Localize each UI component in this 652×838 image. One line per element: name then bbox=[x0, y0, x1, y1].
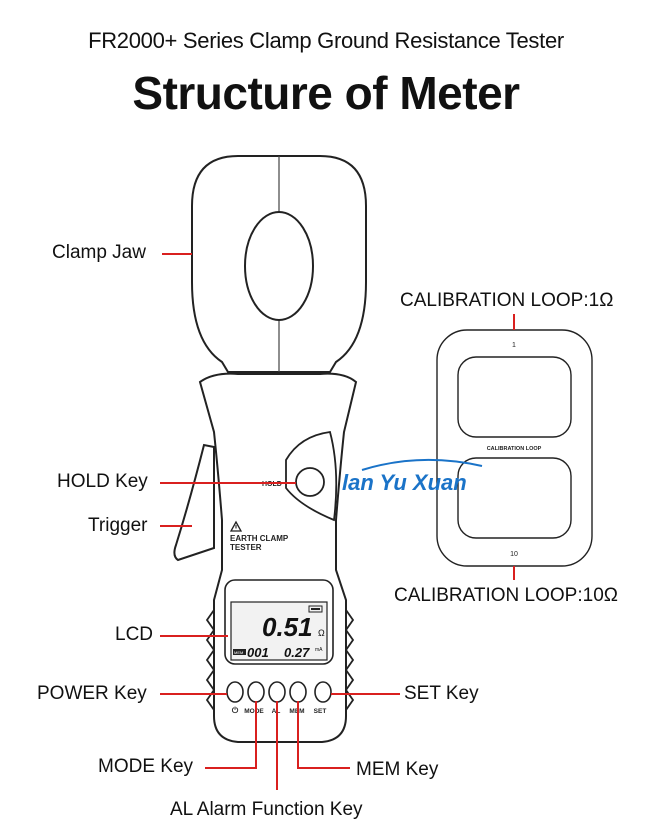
calibration-middle-label: CALIBRATION LOOP bbox=[487, 446, 542, 452]
al-key[interactable] bbox=[268, 681, 286, 703]
lcd-mem-value: 001 bbox=[247, 645, 269, 660]
label-calibration-loop-1: CALIBRATION LOOP:1Ω bbox=[400, 290, 614, 311]
label-calibration-loop-10: CALIBRATION LOOP:10Ω bbox=[394, 585, 618, 606]
hold-button-label: HOLD bbox=[262, 481, 282, 488]
mem-key[interactable] bbox=[289, 681, 307, 703]
label-power-key: POWER Key bbox=[37, 683, 147, 704]
power-key-label: ⏻ bbox=[232, 706, 239, 715]
leader-lines bbox=[160, 253, 515, 790]
trigger-shape bbox=[173, 443, 215, 562]
page-subtitle: FR2000+ Series Clamp Ground Resistance T… bbox=[88, 28, 564, 53]
lcd-display bbox=[224, 579, 334, 665]
lcd-main-unit: Ω bbox=[318, 628, 325, 638]
label-al-key: AL Alarm Function Key bbox=[170, 799, 363, 820]
panel-label-line1: EARTH CLAMP bbox=[230, 534, 289, 543]
label-hold-key: HOLD Key bbox=[57, 471, 148, 492]
calibration-loop bbox=[436, 329, 593, 567]
label-clamp-jaw: Clamp Jaw bbox=[52, 242, 146, 263]
lcd-mem-tag: MEM bbox=[234, 650, 243, 655]
warning-icon bbox=[229, 520, 243, 532]
set-key[interactable] bbox=[314, 681, 332, 703]
mode-key[interactable] bbox=[247, 681, 265, 703]
watermark-logo: lan Yu Xuan bbox=[342, 470, 467, 495]
label-lcd: LCD bbox=[115, 624, 154, 645]
power-key[interactable] bbox=[226, 681, 244, 703]
lcd-current-value: 0.27 bbox=[284, 645, 310, 660]
hold-button[interactable] bbox=[295, 467, 325, 497]
calibration-top-number: 1 bbox=[512, 342, 516, 349]
label-set-key: SET Key bbox=[404, 683, 479, 704]
watermark-swoosh bbox=[361, 458, 483, 471]
calibration-bottom-number: 10 bbox=[510, 551, 518, 558]
clamp-jaw bbox=[191, 155, 367, 373]
lcd-main-value: 0.51 bbox=[262, 612, 313, 642]
lcd-current-unit: mA bbox=[315, 647, 323, 653]
panel-label-line2: TESTER bbox=[230, 543, 262, 552]
page-title: Structure of Meter bbox=[132, 67, 520, 119]
mode-key-label: MODE bbox=[244, 708, 264, 715]
label-trigger: Trigger bbox=[88, 515, 148, 536]
label-mem-key: MEM Key bbox=[356, 759, 439, 780]
set-key-label: SET bbox=[314, 708, 327, 715]
label-mode-key: MODE Key bbox=[98, 756, 194, 777]
